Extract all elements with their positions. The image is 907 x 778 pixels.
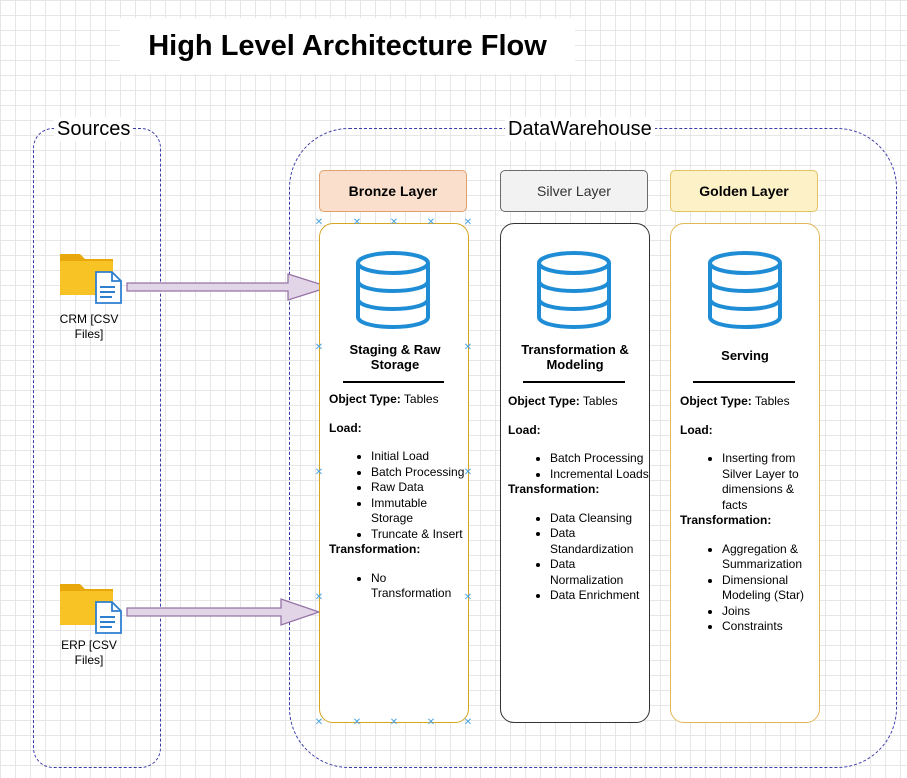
selection-handle[interactable]: ✕	[352, 717, 362, 728]
database-icon	[537, 251, 611, 330]
load-label: Load:	[508, 422, 541, 437]
load-label: Load:	[329, 420, 362, 435]
list-item: Initial Load	[371, 449, 469, 465]
object-type-label: Object Type:	[508, 394, 580, 408]
transformation-label: Transformation:	[508, 482, 600, 496]
selection-handle[interactable]: ✕	[389, 217, 399, 228]
list-item: Aggregation & Summarization	[722, 542, 818, 573]
selection-handle[interactable]: ✕	[314, 342, 324, 353]
selection-handle[interactable]: ✕	[314, 467, 324, 478]
object-type-label: Object Type:	[680, 394, 752, 408]
source-label-crm: CRM [CSV Files]	[59, 312, 119, 341]
list-item: Incremental Loads	[550, 467, 650, 483]
selection-handle[interactable]: ✕	[314, 592, 324, 603]
source-label-erp: ERP [CSV Files]	[61, 638, 117, 667]
layer-details-bronze: Object Type: Tables Load: Initial Load B…	[329, 392, 469, 602]
divider	[523, 381, 625, 383]
selection-handle[interactable]: ✕	[389, 717, 399, 728]
layer-details-silver: Object Type: Tables Load: Batch Processi…	[508, 394, 650, 604]
arrow-crm-to-bronze	[126, 273, 332, 301]
layer-header-silver: Silver Layer	[500, 170, 648, 212]
arrow-erp-to-bronze	[126, 598, 322, 626]
list-item: Data Standardization	[550, 526, 650, 557]
database-icon	[708, 251, 782, 330]
list-item: Joins	[722, 604, 818, 620]
load-label: Load:	[680, 422, 713, 437]
object-type-value: Tables	[403, 392, 439, 406]
object-type-label: Object Type:	[329, 392, 401, 406]
list-item: Dimensional Modeling (Star)	[722, 573, 818, 604]
layer-purpose-silver: Transformation & Modeling	[521, 342, 629, 372]
layer-header-bronze: Bronze Layer	[319, 170, 467, 212]
list-item: Data Enrichment	[550, 588, 650, 604]
sources-group-label: Sources	[54, 117, 134, 141]
transformation-label: Transformation:	[329, 542, 421, 556]
layer-card-silver	[500, 223, 650, 723]
selection-handle[interactable]: ✕	[463, 467, 473, 478]
sources-group	[33, 128, 161, 768]
divider	[343, 381, 444, 383]
object-type-value: Tables	[582, 394, 618, 408]
selection-handle[interactable]: ✕	[352, 217, 362, 228]
layer-purpose-golden: Serving	[721, 348, 769, 363]
layer-purpose-bronze: Staging & Raw Storage	[349, 342, 441, 372]
list-item: Data Normalization	[550, 557, 650, 588]
selection-handle[interactable]: ✕	[426, 717, 436, 728]
list-item: Batch Processing	[550, 451, 650, 467]
list-item: Batch Processing	[371, 465, 469, 481]
selection-handle[interactable]: ✕	[463, 217, 473, 228]
selection-handle[interactable]: ✕	[463, 342, 473, 353]
datawarehouse-group-label: DataWarehouse	[505, 117, 655, 141]
layer-card-bronze	[319, 223, 469, 723]
layer-card-golden	[670, 223, 820, 723]
list-item: Inserting from Silver Layer to dimension…	[722, 451, 818, 513]
object-type-value: Tables	[754, 394, 790, 408]
folder-file-icon	[60, 254, 122, 304]
layer-details-golden: Object Type: Tables Load: Inserting from…	[680, 394, 818, 635]
list-item: Constraints	[722, 619, 818, 635]
layer-header-golden: Golden Layer	[670, 170, 818, 212]
folder-file-icon	[60, 584, 122, 634]
database-icon	[356, 251, 430, 330]
list-item: Data Cleansing	[550, 511, 650, 527]
list-item: No Transformation	[371, 571, 469, 602]
selection-handle[interactable]: ✕	[314, 217, 324, 228]
list-item: Immutable Storage	[371, 496, 469, 527]
selection-handle[interactable]: ✕	[463, 717, 473, 728]
divider	[693, 381, 795, 383]
selection-handle[interactable]: ✕	[463, 592, 473, 603]
list-item: Truncate & Insert	[371, 527, 469, 543]
selection-handle[interactable]: ✕	[426, 217, 436, 228]
list-item: Raw Data	[371, 480, 469, 496]
page-title: High Level Architecture Flow	[120, 18, 575, 74]
selection-handle[interactable]: ✕	[314, 717, 324, 728]
transformation-label: Transformation:	[680, 513, 772, 527]
